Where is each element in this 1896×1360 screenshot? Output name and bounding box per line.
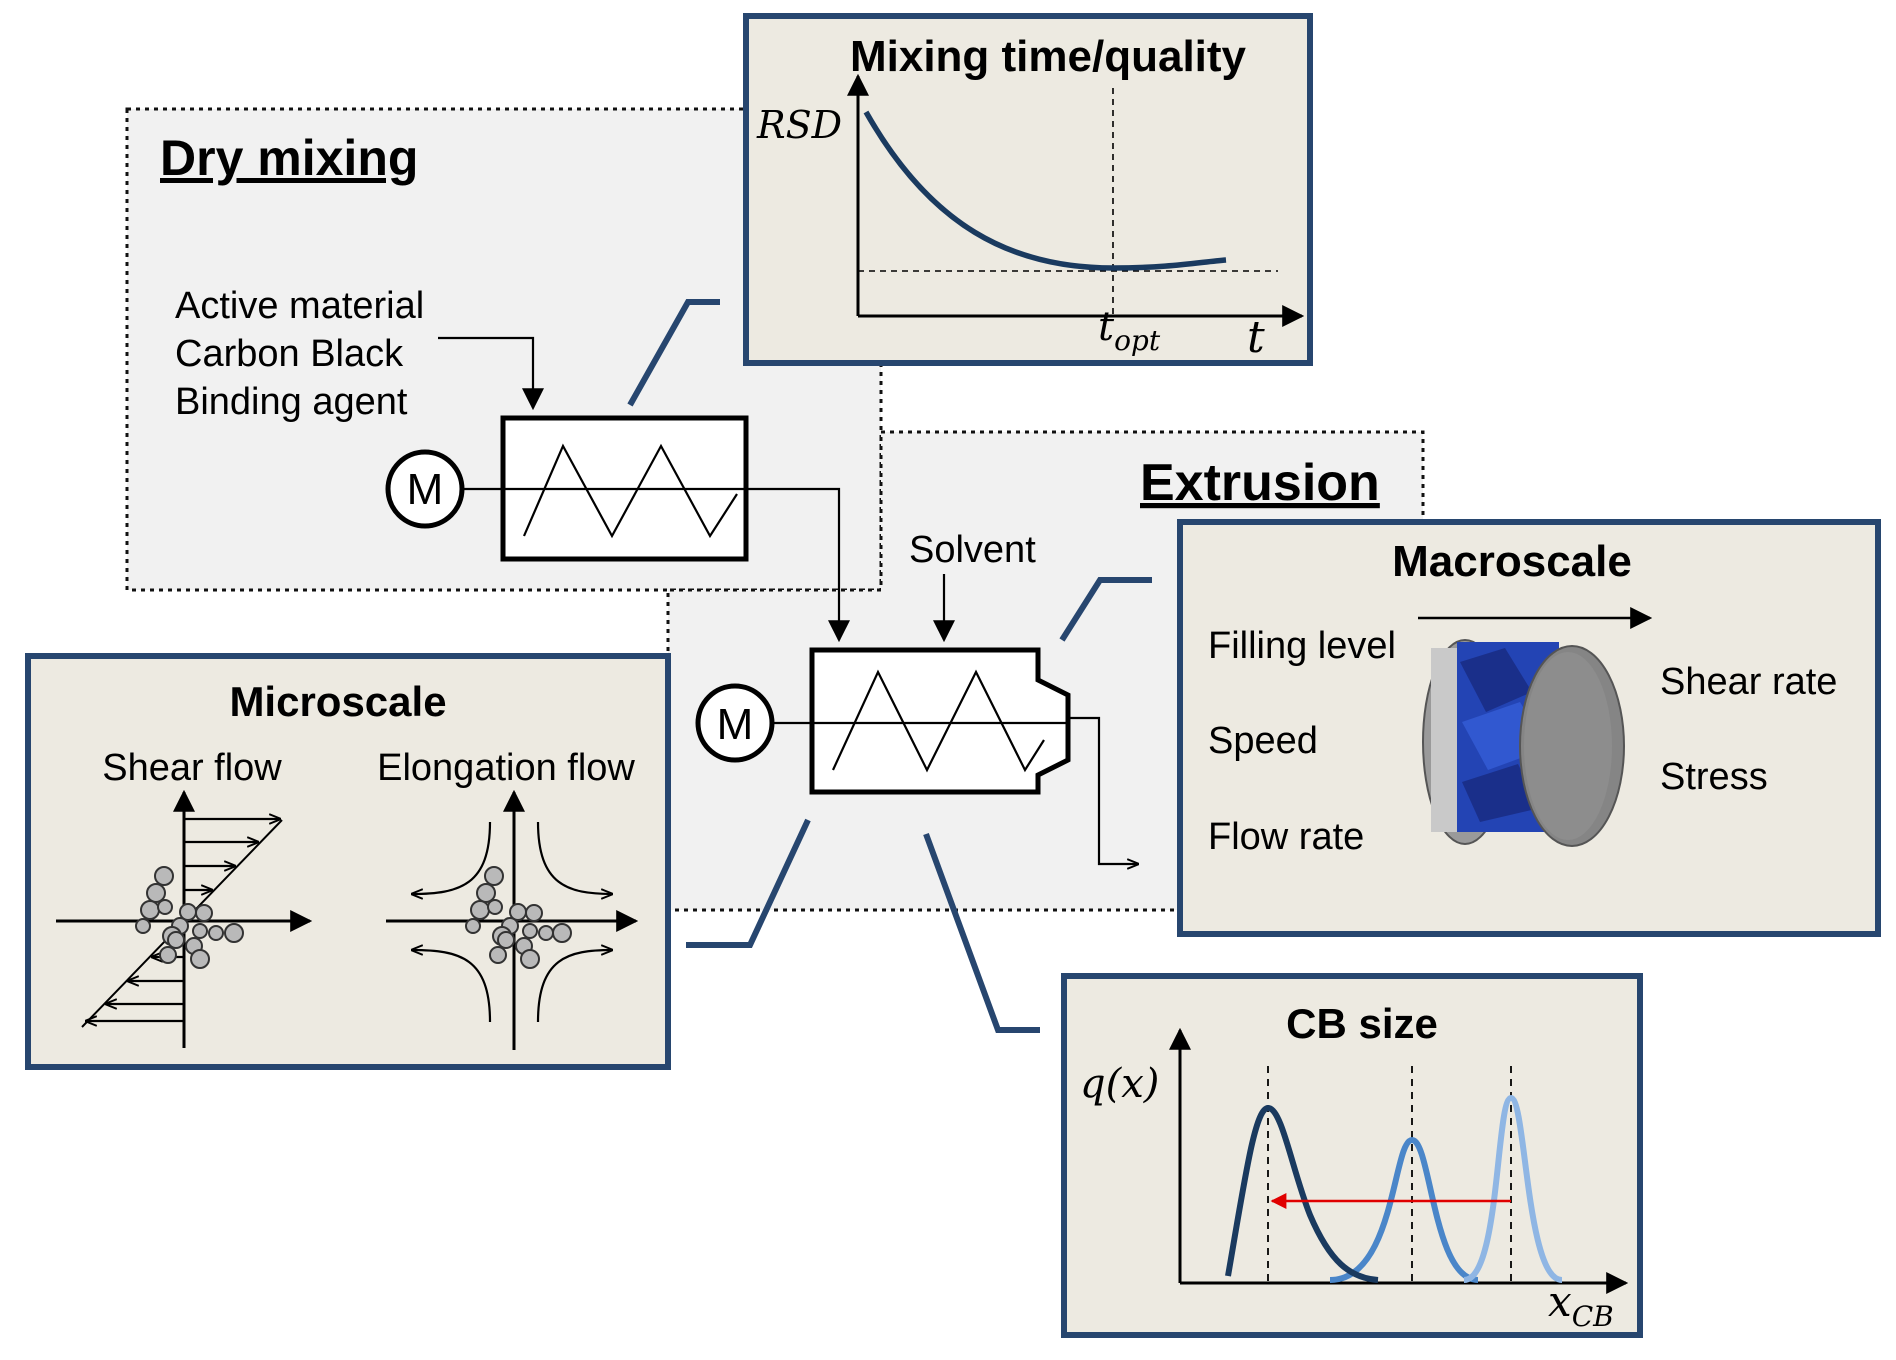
input-active-material: Active material: [175, 285, 424, 327]
leader-cb-size: [923, 832, 1040, 1033]
extruder-barrel: [809, 647, 1071, 795]
macro-output-stress: Stress: [1660, 756, 1768, 798]
dry-mixer: M: [385, 415, 850, 643]
topt-label-main: t: [1098, 304, 1115, 350]
dry-mixing-title: Dry mixing: [160, 130, 418, 186]
extruder: M: [695, 647, 1138, 864]
macro-input-flow-rate: Flow rate: [1208, 816, 1364, 858]
extruder-screw-icon: [832, 669, 1045, 773]
q-axis-label: q(x): [1080, 1061, 1159, 1107]
mixing-quality-panel-box: [743, 13, 1313, 366]
screw-element-3d-icon: [1422, 639, 1625, 847]
cb-size-panel: CB size q(x) xCB: [1061, 973, 1643, 1338]
macro-output-shear-rate: Shear rate: [1660, 661, 1837, 703]
elongation-flow-label: Elongation flow: [377, 747, 635, 789]
mixing-quality-title: Mixing time/quality: [850, 32, 1247, 81]
rsd-axis-label: RSD: [756, 103, 842, 147]
topt-label: topt: [1098, 304, 1161, 357]
extruder-motor-label: M: [717, 700, 754, 749]
macro-input-filling-level: Filling level: [1208, 625, 1396, 667]
transfer-arrow: [746, 487, 850, 643]
input-carbon-black: Carbon Black: [175, 333, 404, 375]
macroscale-panel: Macroscale Filling level Speed Flow rate…: [1177, 519, 1881, 937]
solvent-label: Solvent: [909, 529, 1036, 571]
topt-label-sub: opt: [1114, 324, 1161, 357]
product-outlet-arrow: [1068, 716, 1138, 864]
dry-mixer-motor-label: M: [407, 465, 444, 514]
microscale-panel: Microscale Shear flow Elongation flow: [25, 653, 671, 1070]
leader-microscale: [686, 818, 811, 948]
distribution-final: [1225, 1104, 1379, 1283]
input-binding-agent: Binding agent: [175, 381, 408, 423]
leader-macroscale: [1059, 577, 1152, 642]
inputs-arrow: [438, 336, 544, 411]
extrusion-title: Extrusion: [1140, 454, 1380, 512]
macro-input-speed: Speed: [1208, 720, 1318, 762]
distribution-intermediate: [1329, 1136, 1479, 1283]
time-axis-label: t: [1247, 312, 1265, 363]
dry-mixer-screw-icon: [522, 443, 738, 539]
x-axis-label: xCB: [1548, 1277, 1614, 1333]
elongation-flow-icon: [386, 789, 639, 1050]
shear-flow-label: Shear flow: [102, 747, 282, 789]
x-axis-label-sub: CB: [1572, 1300, 1614, 1333]
mixing-quality-panel: Mixing time/quality RSD t topt: [743, 13, 1313, 366]
cb-size-title: CB size: [1286, 1000, 1438, 1047]
shear-flow-icon: [56, 789, 313, 1048]
macroscale-title: Macroscale: [1392, 537, 1632, 586]
x-axis-label-main: x: [1548, 1277, 1572, 1326]
microscale-panel-box: [25, 653, 671, 1070]
rsd-curve: [863, 110, 1227, 271]
leader-dry-mixer: [627, 299, 720, 407]
microscale-title: Microscale: [229, 678, 446, 725]
distribution-initial: [1463, 1094, 1563, 1283]
